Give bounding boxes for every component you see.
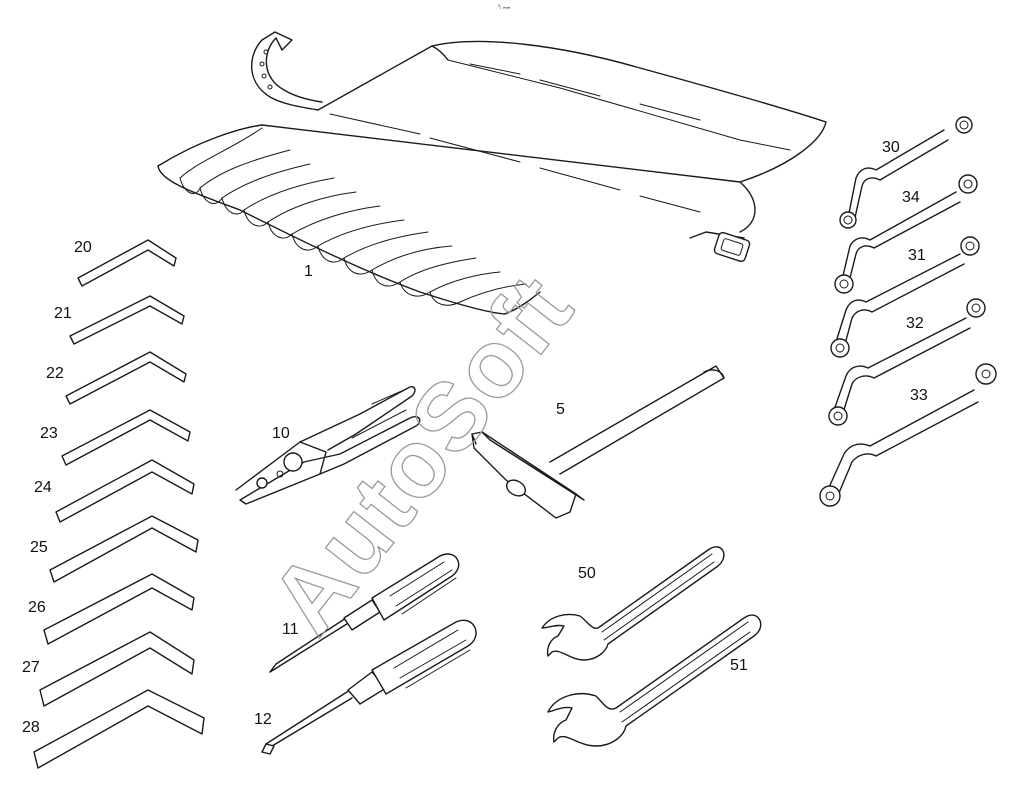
part-number-28: 28: [22, 719, 40, 736]
open-end-spanner-51: [547, 614, 762, 747]
part-number-33: 33: [910, 387, 928, 404]
ring-spanner-31: [830, 236, 980, 358]
hex-key-21: [69, 295, 185, 345]
hex-key-26: [43, 573, 195, 645]
part-number-12: 12: [254, 711, 272, 728]
screwdriver-large: [261, 619, 477, 755]
hex-key-28: [33, 689, 205, 769]
part-number-23: 23: [40, 425, 58, 442]
part-number-10: 10: [272, 425, 290, 442]
part-number-50: 50: [578, 565, 596, 582]
hex-key-23: [61, 409, 191, 466]
part-number-51: 51: [730, 657, 748, 674]
part-number-30: 30: [882, 139, 900, 156]
part-number-22: 22: [46, 365, 64, 382]
part-number-25: 25: [30, 539, 48, 556]
hex-key-27: [39, 631, 195, 707]
part-number-11: 11: [282, 621, 299, 638]
ring-spanner-30: [839, 116, 973, 229]
ring-spanner-32: [828, 298, 986, 426]
part-number-26: 26: [28, 599, 46, 616]
part-number-21: 21: [54, 305, 72, 322]
hex-key-20: [77, 239, 177, 287]
part-number-27: 27: [22, 659, 40, 676]
part-number-20: 20: [74, 239, 92, 256]
corner-mark: ⁰ᵢ ₘₘ: [498, 4, 511, 11]
hex-key-22: [65, 351, 187, 405]
hex-key-24: [55, 459, 195, 523]
open-end-spanner-50: [541, 546, 725, 661]
part-number-5: 5: [556, 401, 565, 418]
part-number-32: 32: [906, 315, 924, 332]
screwdriver-small: [269, 553, 460, 673]
ring-spanner-33: [819, 363, 997, 507]
hex-key-25: [49, 515, 199, 583]
part-number-24: 24: [34, 479, 52, 496]
hammer: [471, 365, 725, 519]
roll-pockets: [179, 127, 527, 306]
part-number-1: 1: [304, 263, 313, 280]
tool-roll: [157, 31, 827, 315]
part-number-31: 31: [908, 247, 926, 264]
part-number-34: 34: [902, 189, 920, 206]
ring-spanner-34: [834, 174, 978, 294]
pliers: [235, 386, 421, 505]
